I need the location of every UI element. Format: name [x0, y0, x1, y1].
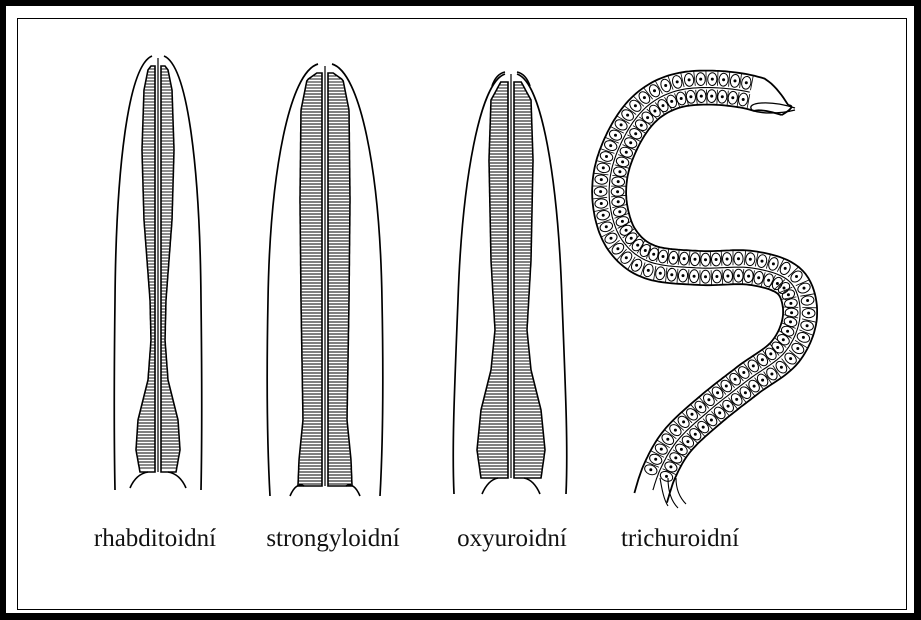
label-rhabditoid: rhabditoidní — [94, 526, 216, 551]
body-wall-left — [114, 56, 152, 490]
intestine-junction — [130, 472, 186, 488]
body-wall-right — [164, 56, 202, 490]
body-wall-right — [517, 74, 567, 494]
trichuroid-esophagus-drawing — [592, 71, 817, 509]
rhabditoid-esophagus-drawing — [114, 56, 202, 490]
intestine-junction — [482, 478, 540, 494]
label-strongyloid: strongyloidní — [266, 526, 399, 551]
label-oxyuroid: oxyuroidní — [457, 526, 567, 551]
label-trichuroid: trichuroidní — [621, 526, 739, 551]
strongyloid-esophagus-drawing — [267, 64, 383, 496]
oxyuroid-esophagus-drawing — [453, 72, 567, 494]
